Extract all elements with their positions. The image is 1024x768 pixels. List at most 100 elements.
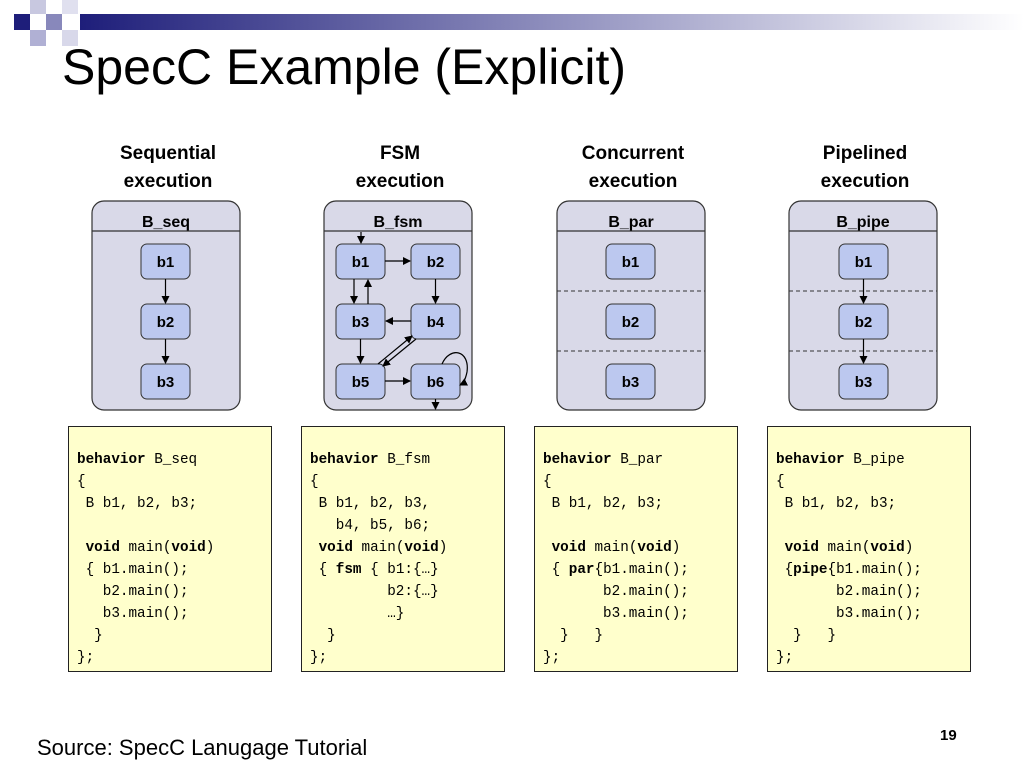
code-line: {	[310, 471, 504, 493]
code-keyword: void	[784, 540, 819, 556]
heading-line: Pipelined	[822, 143, 908, 164]
slide-title: SpecC Example (Explicit)	[62, 39, 627, 95]
code-line: b3.main();	[77, 603, 271, 625]
code-line	[776, 515, 970, 537]
block-label: b1	[855, 254, 873, 271]
code-line: B b1, b2, b3;	[77, 493, 271, 515]
code-line: b2.main();	[776, 581, 970, 603]
code-line: };	[310, 647, 504, 669]
code-line	[543, 515, 737, 537]
code-text: {	[776, 562, 794, 578]
code-keyword: void	[870, 540, 905, 556]
code-text: {b1.main();	[594, 562, 689, 578]
code-keyword: behavior	[77, 452, 146, 468]
code-text: )	[904, 540, 914, 556]
code-text: }	[77, 628, 103, 644]
code-line: …}	[310, 603, 504, 625]
block-label: b2	[157, 314, 175, 331]
code-keyword: void	[404, 540, 439, 556]
code-box-seq: behavior B_seq { B b1, b2, b3; void main(…	[68, 426, 272, 672]
code-line: }	[77, 625, 271, 647]
block-label: b3	[157, 374, 175, 391]
code-line: b3.main();	[543, 603, 737, 625]
code-text: B b1, b2, b3;	[776, 496, 897, 512]
code-line: };	[543, 647, 737, 669]
code-line: {	[77, 471, 271, 493]
code-line: b2.main();	[543, 581, 737, 603]
code-text: {b1.main();	[827, 562, 922, 578]
block-label: b3	[352, 314, 370, 331]
heading-line: execution	[123, 171, 213, 192]
heading-sequential: Sequential execution	[88, 140, 248, 196]
code-keyword: void	[171, 540, 206, 556]
code-line: behavior B_seq	[77, 449, 271, 471]
code-keyword: behavior	[310, 452, 379, 468]
code-text: {	[543, 562, 569, 578]
code-text: )	[438, 540, 448, 556]
source-note: Source: SpecC Lanugage Tutorial	[37, 735, 368, 760]
code-text: {	[310, 562, 336, 578]
code-text: };	[543, 650, 561, 666]
code-keyword: par	[568, 562, 595, 578]
behavior-name: B_par	[608, 214, 653, 231]
block-label: b6	[427, 374, 445, 391]
code-text: b2.main();	[776, 584, 922, 600]
code-text	[77, 540, 86, 556]
behavior-name: B_seq	[142, 214, 190, 231]
code-text: };	[77, 650, 95, 666]
code-text: main(	[818, 540, 871, 556]
heading-line: Concurrent	[581, 143, 685, 164]
heading-line: FSM	[379, 143, 421, 164]
block-label: b1	[157, 254, 175, 271]
code-line: } }	[543, 625, 737, 647]
code-text: {	[310, 474, 319, 490]
code-line: b3.main();	[776, 603, 970, 625]
code-text: B_fsm	[378, 452, 431, 468]
code-text: )	[205, 540, 215, 556]
self-loop-arrow	[441, 352, 469, 386]
code-line: {	[543, 471, 737, 493]
code-line: }	[310, 625, 504, 647]
code-keyword: void	[637, 540, 672, 556]
code-text: B_par	[611, 452, 664, 468]
code-line: B b1, b2, b3,	[310, 493, 504, 515]
code-line: };	[77, 647, 271, 669]
code-text: };	[776, 650, 794, 666]
code-line: behavior B_fsm	[310, 449, 504, 471]
code-keyword: behavior	[776, 452, 845, 468]
page-number: 19	[940, 727, 957, 744]
code-keyword: void	[551, 540, 586, 556]
code-text: b3.main();	[543, 606, 689, 622]
code-text: b3.main();	[77, 606, 189, 622]
header-decoration	[14, 0, 1024, 46]
code-text	[543, 540, 552, 556]
code-line: void main(void)	[77, 537, 271, 559]
code-box-pipe: behavior B_pipe { B b1, b2, b3; void main…	[767, 426, 971, 672]
code-text: { b1.main();	[77, 562, 189, 578]
code-line: { b1.main();	[77, 559, 271, 581]
code-text: B_pipe	[844, 452, 905, 468]
diagram-par: B_par b1 b2 b3	[556, 200, 706, 411]
heading-concurrent: Concurrent execution	[553, 140, 713, 196]
diagram-fsm: B_fsm b1 b2 b3 b4 b5 b6	[323, 200, 473, 411]
code-text: } }	[776, 628, 837, 644]
diagram-seq: B_seq b1 b2 b3	[91, 200, 241, 411]
block-b2	[605, 303, 656, 340]
code-line: B b1, b2, b3;	[776, 493, 970, 515]
code-box-fsm: behavior B_fsm{ B b1, b2, b3, b4, b5, b6…	[301, 426, 505, 672]
code-text: b2.main();	[543, 584, 689, 600]
code-text: {	[77, 474, 86, 490]
block-label: b2	[855, 314, 873, 331]
code-text: )	[671, 540, 681, 556]
heading-pipelined: Pipelined execution	[785, 140, 945, 196]
code-text: b3.main();	[776, 606, 922, 622]
diagram-pipe: B_pipe b1 b2 b3	[788, 200, 938, 411]
block-b3	[838, 363, 889, 400]
code-text: b2:{…}	[310, 584, 439, 600]
code-text: } }	[543, 628, 604, 644]
arrow	[377, 335, 413, 365]
block-label: b4	[427, 314, 445, 331]
behavior-name: B_pipe	[836, 214, 889, 231]
code-text: { b1:{…}	[361, 562, 439, 578]
